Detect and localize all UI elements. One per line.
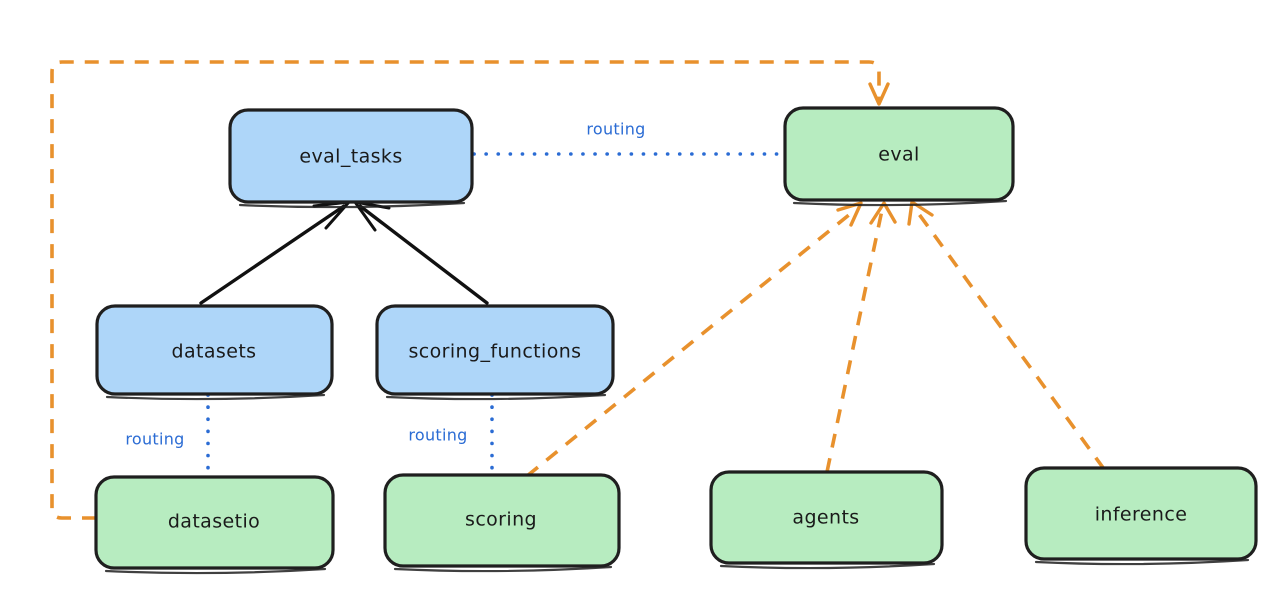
node-scoring_functions-label: scoring_functions (409, 341, 582, 363)
node-scoring_functions[interactable]: scoring_functions (375, 304, 615, 401)
edge-label-routing-mid: routing (408, 426, 467, 445)
node-scoring-label: scoring (465, 509, 537, 531)
node-inference-shape[interactable] (1024, 466, 1258, 561)
node-eval_tasks-label: eval_tasks (299, 146, 402, 168)
node-datasets[interactable]: datasets (95, 304, 334, 401)
node-agents[interactable]: agents (709, 470, 944, 570)
edge-datasets-to-datasetio: routing (125, 393, 210, 478)
edge-scoring_functions-to-scoring: routing (408, 393, 494, 476)
node-scoring_functions-shape[interactable] (375, 304, 615, 396)
edge-datasetio-to-eval (50, 60, 890, 520)
edge-label-routing-top: routing (586, 120, 645, 139)
node-scoring-shape[interactable] (383, 473, 621, 568)
node-eval_tasks[interactable]: eval_tasks (228, 108, 474, 209)
edge-scoring_functions-to-eval_tasks (353, 200, 489, 305)
node-scoring[interactable]: scoring (383, 473, 621, 573)
edge-scoring-to-eval (525, 201, 863, 478)
node-datasets-label: datasets (172, 341, 257, 363)
node-eval-shape[interactable] (783, 106, 1015, 202)
edge-agents-to-eval (825, 201, 897, 473)
edge-eval_tasks-to-eval: routing (472, 120, 786, 156)
node-datasets-shape[interactable] (95, 304, 334, 396)
node-agents-label: agents (792, 507, 859, 529)
edge-inference-to-eval (907, 200, 1106, 471)
node-datasetio-shape[interactable] (94, 475, 335, 570)
node-datasetio-label: datasetio (168, 511, 260, 533)
edge-label-routing-left: routing (125, 430, 184, 449)
node-eval[interactable]: eval (783, 106, 1015, 207)
node-eval_tasks-shape[interactable] (228, 108, 474, 204)
node-inference[interactable]: inference (1024, 466, 1258, 566)
node-inference-label: inference (1095, 504, 1188, 526)
node-datasetio[interactable]: datasetio (94, 475, 335, 575)
node-agents-shape[interactable] (709, 470, 944, 565)
edge-datasets-to-eval_tasks (199, 200, 351, 305)
node-eval-label: eval (878, 144, 919, 166)
